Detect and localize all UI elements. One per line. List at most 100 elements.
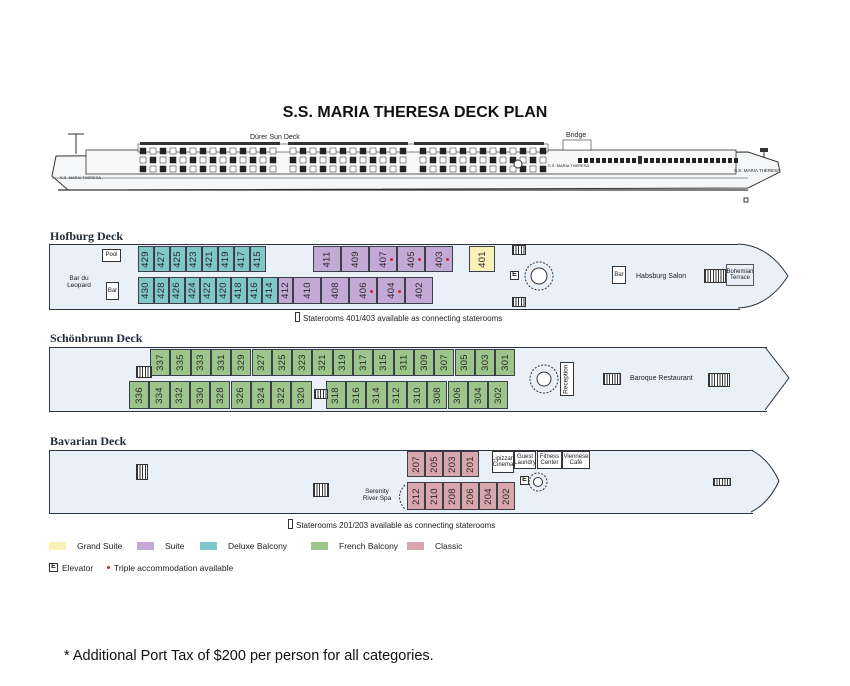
stateroom-330[interactable]: 330 xyxy=(189,381,211,409)
stateroom-428[interactable]: 428 xyxy=(153,277,169,304)
stateroom-426[interactable]: 426 xyxy=(169,277,185,304)
stateroom-number: 307 xyxy=(438,354,450,371)
stateroom-number: 425 xyxy=(172,250,184,268)
stateroom-415[interactable]: 415 xyxy=(250,246,266,272)
stateroom-number: 337 xyxy=(154,354,166,371)
stateroom-301[interactable]: 301 xyxy=(495,349,516,376)
stateroom-406[interactable]: 406 xyxy=(349,277,377,304)
stateroom-334[interactable]: 334 xyxy=(149,381,170,409)
stateroom-312[interactable]: 312 xyxy=(386,381,407,409)
stateroom-410[interactable]: 410 xyxy=(293,277,321,304)
stateroom-306[interactable]: 306 xyxy=(447,381,468,409)
stateroom-429[interactable]: 429 xyxy=(138,246,154,272)
stateroom-421[interactable]: 421 xyxy=(202,246,218,272)
stateroom-321[interactable]: 321 xyxy=(312,349,333,376)
stateroom-206[interactable]: 206 xyxy=(461,482,479,510)
stateroom-205[interactable]: 205 xyxy=(425,451,443,477)
stateroom-202[interactable]: 202 xyxy=(497,482,515,510)
stateroom-425[interactable]: 425 xyxy=(170,246,186,272)
stateroom-303[interactable]: 303 xyxy=(474,349,496,376)
window-mark xyxy=(584,158,588,163)
stateroom-402[interactable]: 402 xyxy=(405,277,433,304)
window-mark xyxy=(349,165,357,173)
stateroom-307[interactable]: 307 xyxy=(434,349,455,376)
stateroom-331[interactable]: 331 xyxy=(210,349,232,376)
stateroom-311[interactable]: 311 xyxy=(393,349,414,376)
stateroom-408[interactable]: 408 xyxy=(321,277,349,304)
window-mark xyxy=(710,158,714,163)
stateroom-number: 419 xyxy=(220,250,232,268)
stateroom-325[interactable]: 325 xyxy=(271,349,293,376)
stateroom-314[interactable]: 314 xyxy=(366,381,387,409)
window-mark xyxy=(189,156,197,164)
stateroom-204[interactable]: 204 xyxy=(479,482,497,510)
stateroom-203[interactable]: 203 xyxy=(443,451,461,477)
stateroom-number: 301 xyxy=(499,354,511,371)
stateroom-417[interactable]: 417 xyxy=(234,246,250,272)
stateroom-418[interactable]: 418 xyxy=(231,277,247,304)
stateroom-336[interactable]: 336 xyxy=(129,381,150,409)
stateroom-number: 323 xyxy=(296,354,308,371)
stateroom-309[interactable]: 309 xyxy=(413,349,435,376)
stateroom-210[interactable]: 210 xyxy=(425,482,443,510)
legend-label: French Balcony xyxy=(339,541,399,551)
stateroom-324[interactable]: 324 xyxy=(250,381,272,409)
stateroom-number: 316 xyxy=(350,386,362,404)
stateroom-427[interactable]: 427 xyxy=(154,246,170,272)
window-mark xyxy=(529,147,537,155)
stateroom-number: 314 xyxy=(370,386,382,404)
stateroom-335[interactable]: 335 xyxy=(170,349,191,376)
window-mark xyxy=(249,165,257,173)
stateroom-409[interactable]: 409 xyxy=(341,246,369,272)
stateroom-430[interactable]: 430 xyxy=(138,277,154,304)
stateroom-416[interactable]: 416 xyxy=(246,277,262,304)
stateroom-337[interactable]: 337 xyxy=(150,349,171,376)
stateroom-304[interactable]: 304 xyxy=(467,381,489,409)
stateroom-317[interactable]: 317 xyxy=(353,349,374,376)
stateroom-423[interactable]: 423 xyxy=(186,246,202,272)
window-mark xyxy=(734,158,738,163)
stateroom-327[interactable]: 327 xyxy=(251,349,272,376)
window-mark xyxy=(509,147,517,155)
stateroom-number: 405 xyxy=(405,250,417,268)
stateroom-329[interactable]: 329 xyxy=(231,349,252,376)
stateroom-302[interactable]: 302 xyxy=(488,381,509,409)
stateroom-320[interactable]: 320 xyxy=(291,381,312,409)
stateroom-308[interactable]: 308 xyxy=(427,381,448,409)
window-mark xyxy=(139,156,147,164)
stateroom-319[interactable]: 319 xyxy=(332,349,353,376)
stateroom-326[interactable]: 326 xyxy=(230,381,251,409)
stateroom-412[interactable]: 412 xyxy=(277,277,293,304)
stateroom-414[interactable]: 414 xyxy=(262,277,278,304)
stateroom-212[interactable]: 212 xyxy=(407,482,425,510)
stateroom-318[interactable]: 318 xyxy=(325,381,346,409)
stateroom-number: 420 xyxy=(217,282,229,299)
stateroom-332[interactable]: 332 xyxy=(169,381,190,409)
stateroom-422[interactable]: 422 xyxy=(200,277,216,304)
stateroom-number: 306 xyxy=(452,386,464,404)
window-mark xyxy=(479,147,487,155)
stateroom-322[interactable]: 322 xyxy=(271,381,292,409)
window-mark xyxy=(529,165,537,173)
stateroom-316[interactable]: 316 xyxy=(346,381,367,409)
stateroom-328[interactable]: 328 xyxy=(210,381,231,409)
stateroom-201[interactable]: 201 xyxy=(461,451,479,477)
stateroom-401[interactable]: 401 xyxy=(469,246,495,272)
stateroom-419[interactable]: 419 xyxy=(218,246,234,272)
stateroom-411[interactable]: 411 xyxy=(313,246,341,272)
stateroom-315[interactable]: 315 xyxy=(373,349,394,376)
window-mark xyxy=(189,147,197,155)
stateroom-403[interactable]: 403 xyxy=(425,246,453,272)
stateroom-number: 322 xyxy=(275,386,287,404)
stateroom-310[interactable]: 310 xyxy=(406,381,428,409)
stateroom-323[interactable]: 323 xyxy=(292,349,313,376)
stateroom-420[interactable]: 420 xyxy=(215,277,231,304)
stateroom-208[interactable]: 208 xyxy=(443,482,461,510)
stateroom-424[interactable]: 424 xyxy=(184,277,200,304)
stateroom-207[interactable]: 207 xyxy=(407,451,425,477)
stateroom-number: 415 xyxy=(252,250,264,268)
window-mark xyxy=(449,165,457,173)
stateroom-333[interactable]: 333 xyxy=(190,349,211,376)
window-mark xyxy=(590,158,594,163)
stateroom-305[interactable]: 305 xyxy=(454,349,475,376)
